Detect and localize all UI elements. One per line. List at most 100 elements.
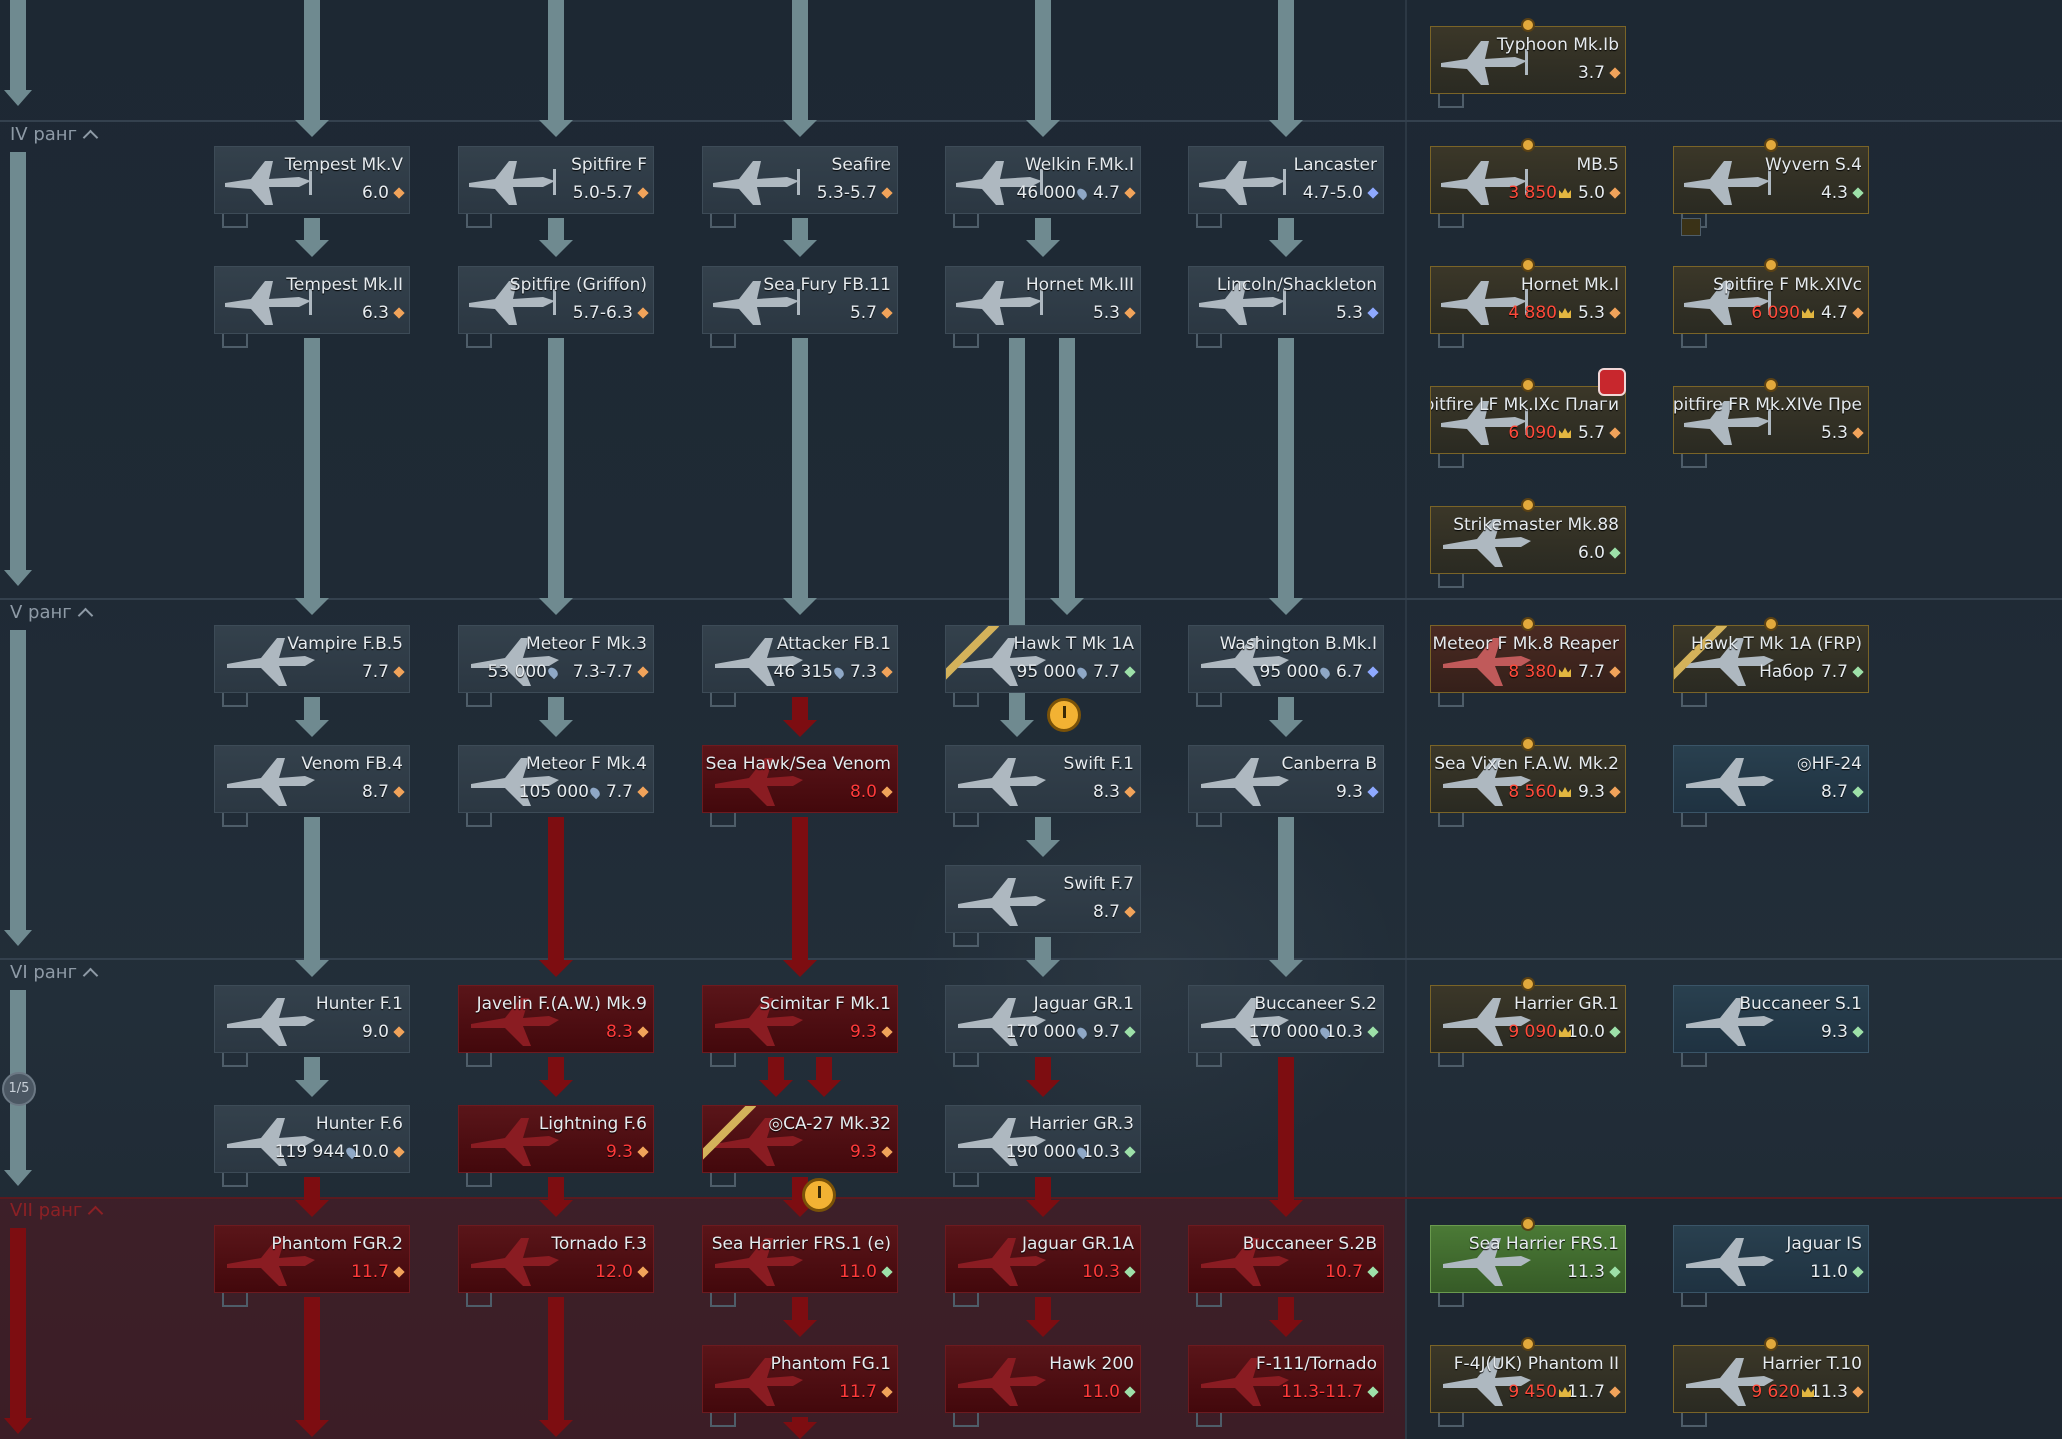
expand-stem: [1438, 454, 1464, 468]
rank-iv-label[interactable]: IV ранг: [10, 124, 99, 146]
rank-vii-label[interactable]: VII ранг: [10, 1200, 104, 1222]
bomber-class-icon: [1367, 187, 1379, 199]
arrow-down-icon: [1026, 960, 1060, 977]
battle-rating-value: 9.3: [849, 1142, 877, 1162]
arrow-down-icon: [783, 1422, 817, 1439]
expand-stem: [222, 214, 248, 228]
aircraft-icon: [1195, 155, 1291, 211]
research-cost: 46 315: [774, 662, 846, 682]
fighter-class-icon: [637, 666, 649, 678]
battle-rating-value: 9.3: [1577, 782, 1605, 802]
vehicle-name: Lincoln/Shackleton: [1216, 275, 1377, 295]
fighter-class-icon: [1609, 1386, 1621, 1398]
battle-rating-value: 6.3: [361, 303, 389, 323]
expand-stem: [710, 334, 736, 348]
attacker-class-icon: [1367, 1266, 1379, 1278]
expand-stem: [1196, 1293, 1222, 1307]
premium-band-icon: [703, 1106, 763, 1166]
rank-v-label[interactable]: V ранг: [10, 602, 93, 624]
vehicle-name: Buccaneer S.2: [1254, 994, 1377, 1014]
vehicle-name: Scimitar F Mk.1: [759, 994, 891, 1014]
arrow-down-icon: [1026, 1080, 1060, 1097]
research-link: [1278, 218, 1294, 240]
vehicle-name: Sea Hawk/Sea Venom: [705, 754, 891, 774]
cost-value: 9 620: [1751, 1382, 1800, 1402]
battle-rating-value: 11.7: [351, 1262, 389, 1282]
fighter-class-icon: [1124, 786, 1136, 798]
research-link: [816, 1057, 832, 1080]
vehicle-card[interactable]: Spitfire (Griffon)5.7-6.3: [458, 266, 654, 334]
aircraft-icon: [1195, 754, 1291, 810]
expand-stem: [710, 1413, 736, 1427]
battle-rating-value: 11.7: [1567, 1382, 1605, 1402]
rank-divider: [0, 958, 2062, 960]
cost-value: 9 090: [1508, 1022, 1557, 1042]
fighter-class-icon: [637, 187, 649, 199]
battle-rating-value: 8.7: [361, 782, 389, 802]
attacker-class-icon: [1124, 1026, 1136, 1038]
vehicle-card[interactable]: Sea Hawk/Sea Venom 8.0: [702, 745, 898, 813]
rank-vi-label[interactable]: VI ранг: [10, 962, 99, 984]
battle-rating-value: 8.0: [849, 782, 877, 802]
arrow-down-icon: [539, 240, 573, 257]
vehicle-name: Canberra B: [1281, 754, 1377, 774]
fighter-class-icon: [1852, 427, 1864, 439]
fighter-class-icon: [1852, 307, 1864, 319]
vehicle-card[interactable]: Sea Harrier FRS.1 (e)11.0: [702, 1225, 898, 1293]
fighter-class-icon: [881, 786, 893, 798]
